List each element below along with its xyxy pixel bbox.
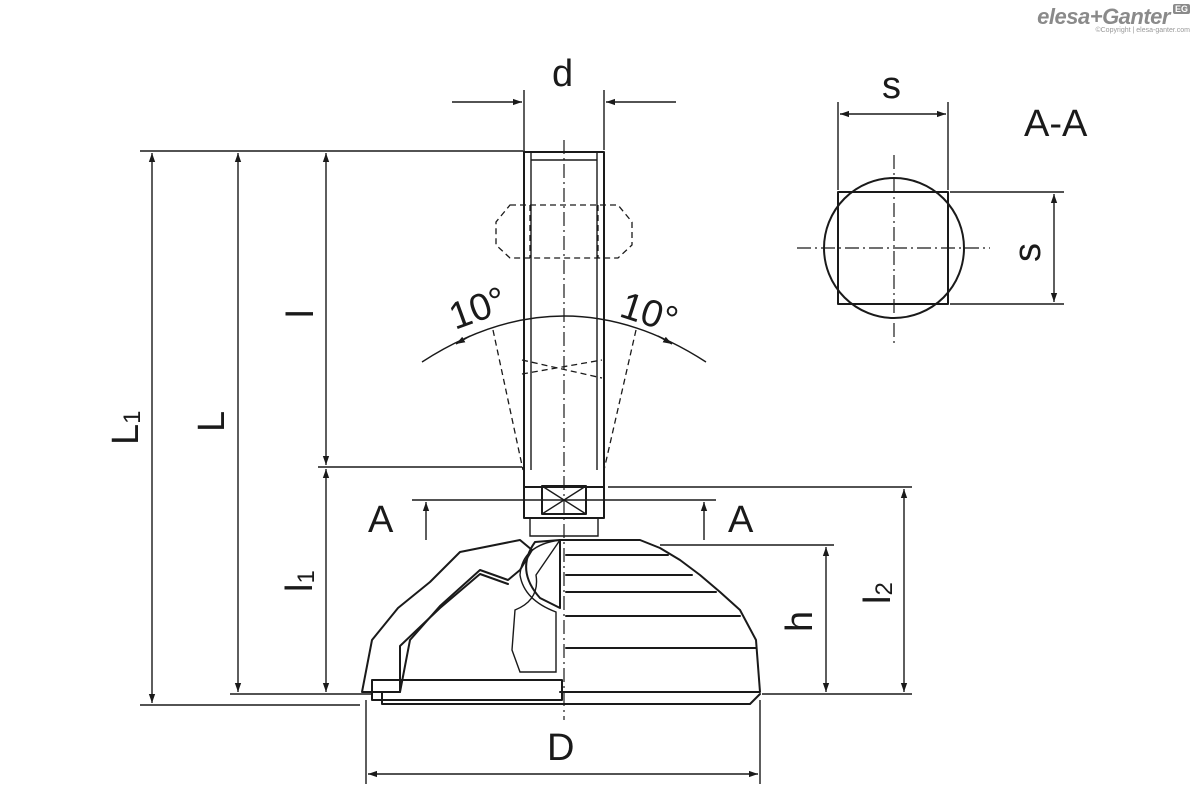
dimension-d: [452, 90, 676, 150]
brand-badge: EG: [1172, 4, 1190, 14]
label-L: L: [191, 411, 233, 432]
brand-copyright: ©Copyright | elesa-ganter.com: [1095, 27, 1190, 34]
label-A-left: A: [368, 499, 394, 541]
label-A-right: A: [728, 499, 754, 541]
label-d: d: [552, 53, 573, 95]
threaded-stud: [523, 140, 605, 720]
label-l1: l1: [279, 570, 321, 592]
label-s-side: s: [1007, 243, 1049, 262]
tilt-indicator: [421, 315, 707, 471]
hex-nut: [495, 204, 633, 259]
section-A-A-view: [797, 102, 1064, 346]
dimension-L1: [140, 150, 525, 706]
section-line-A: [412, 499, 716, 540]
label-section-A-A: A-A: [1024, 103, 1088, 145]
brand-name: elesa+Ganter: [1037, 4, 1170, 29]
dimension-h: [660, 544, 834, 695]
label-s-top: s: [882, 65, 901, 107]
base-section: [361, 539, 563, 701]
label-D: D: [547, 727, 574, 769]
base-view: [381, 539, 761, 705]
label-angle-right: 10°: [615, 285, 683, 343]
dimension-D: [365, 700, 761, 784]
label-h: h: [779, 611, 821, 632]
dimension-l: [318, 153, 522, 468]
label-l2: l2: [857, 582, 899, 604]
label-angle-left: 10°: [444, 279, 512, 338]
dimension-l2: [608, 486, 912, 695]
label-l: l: [280, 310, 322, 318]
label-L1: L1: [105, 411, 147, 446]
dimension-L: [230, 153, 372, 695]
